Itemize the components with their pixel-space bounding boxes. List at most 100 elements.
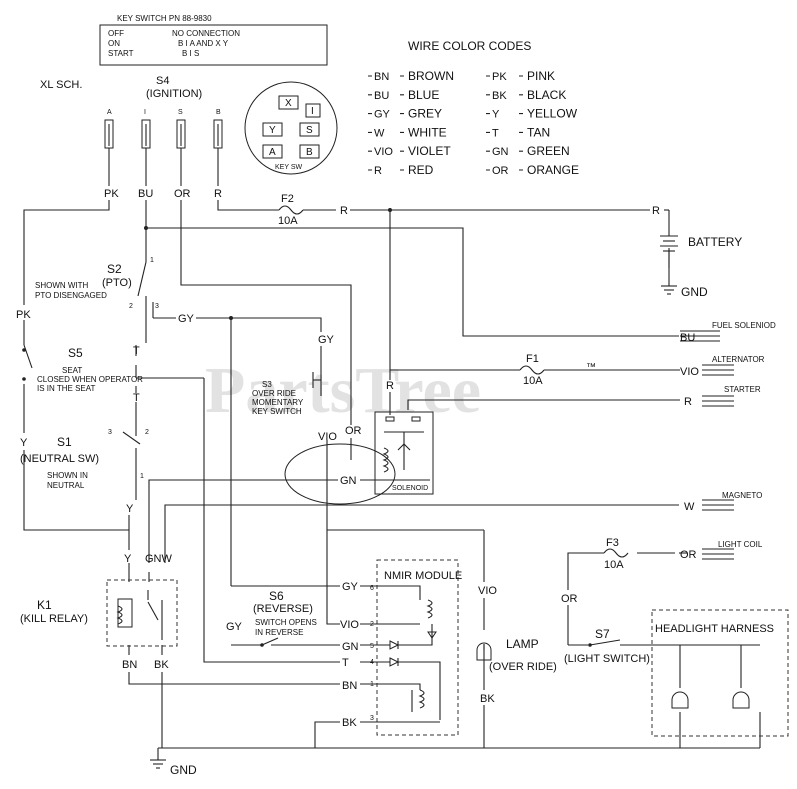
key-terminal-y: Y — [269, 125, 276, 136]
k1-box — [106, 579, 178, 647]
wire-r-label-2: R — [652, 205, 660, 217]
wire-gnw: GNW — [145, 553, 173, 565]
legend-name-blue: BLUE — [408, 88, 439, 102]
wire-gy-s2: GY — [178, 313, 195, 325]
wire-vio-s3: VIO — [318, 431, 337, 443]
f2-rating: 10A — [278, 215, 298, 227]
legend-name-tan: TAN — [527, 125, 550, 139]
f1-id: F1 — [526, 353, 539, 365]
key-terminal-b-box — [299, 144, 320, 159]
s1-note1: SHOWN IN — [47, 471, 88, 480]
legend-name-green: GREEN — [527, 144, 570, 158]
key-switch-table: KEY SWITCH PN 88-9830 OFF NO CONNECTION … — [99, 14, 328, 66]
connector-light-coil — [702, 548, 734, 560]
s4-wire-pk: PK — [104, 188, 119, 200]
watermark-text: PartsTree — [205, 354, 481, 427]
key-terminal-a: A — [269, 147, 276, 158]
solenoid-label: SOLENOID — [392, 485, 428, 492]
wire-gy-s3: GY — [318, 334, 335, 346]
nmir-pin-5: 5 — [370, 643, 374, 650]
connector-fuel-solenoid-label: FUEL SOLENIOD — [712, 321, 776, 330]
s3-id: S3 — [262, 380, 272, 389]
f1-rating: 10A — [523, 375, 543, 387]
watermark: PartsTree ™ — [205, 354, 596, 427]
key-switch-face-label: KEY SW — [275, 164, 302, 171]
s4-terminal-b: B — [216, 109, 221, 116]
headlight-label: HEADLIGHT HARNESS — [655, 623, 774, 635]
legend-name-black: BLACK — [527, 88, 566, 102]
s1-terminal-2: 2 — [145, 429, 149, 436]
s7-id: S7 — [595, 627, 610, 641]
key-switch-row-on-pos: ON — [108, 39, 120, 48]
lamp-label: LAMP — [506, 637, 539, 651]
wire-or-s7: OR — [561, 593, 578, 605]
wire-or-lightcoil: OR — [680, 549, 697, 561]
connector-magneto-label: MAGNETO — [722, 491, 762, 500]
headlight-box — [651, 609, 789, 737]
wire-w-magneto: W — [684, 501, 695, 513]
wire-bk-nmir: BK — [342, 717, 357, 729]
s4-wire-r: R — [214, 188, 222, 200]
key-switch-face-diagram: X I Y S A B KEY SW — [244, 81, 338, 175]
headlight-bulb-left — [671, 691, 689, 709]
nmir-pin-6: 6 — [370, 585, 374, 592]
key-switch-table-box — [99, 24, 328, 66]
s2-note1: SHOWN WITH — [35, 281, 89, 290]
s2-terminal-2: 2 — [129, 303, 133, 310]
key-terminal-a-box — [262, 144, 283, 159]
k1-id: K1 — [37, 598, 52, 612]
connector-starter-label: STARTER — [724, 385, 761, 394]
s3-note1: OVER RIDE — [252, 389, 296, 398]
wire-gy-nmir: GY — [342, 581, 359, 593]
s6-id: S6 — [269, 589, 284, 603]
wire-y-left: Y — [20, 437, 28, 449]
s1-terminal-1: 1 — [140, 473, 144, 480]
override-lamp: LAMP (OVER RIDE) VIO BK — [476, 585, 557, 705]
nmir-box — [376, 559, 459, 736]
headlight-bulb-right — [732, 691, 750, 709]
wire-bk-lamp: BK — [480, 693, 495, 705]
legend-code-tan: T — [492, 127, 499, 139]
lamp-sub: (OVER RIDE) — [489, 661, 557, 673]
legend-code-blue: BU — [374, 90, 389, 102]
solenoid-coil-callout — [284, 443, 396, 505]
legend-name-orange: ORANGE — [527, 163, 579, 177]
s2-terminal-1: 1 — [150, 257, 154, 264]
s4-wire-bu: BU — [138, 188, 153, 200]
legend-name-white: WHITE — [408, 125, 447, 139]
f2-fuse: F2 10A R R — [278, 193, 660, 227]
legend-code-orange: OR — [492, 165, 509, 177]
wire-gy-k1: GY — [226, 621, 243, 633]
s3-note3: KEY SWITCH — [252, 407, 302, 416]
s1-id: S1 — [57, 435, 72, 449]
wire-gn-nmir: GN — [342, 641, 359, 653]
wire-r-starter: R — [684, 396, 692, 408]
key-terminal-x-box — [278, 95, 299, 110]
key-terminal-x: X — [285, 98, 292, 109]
connector-light-coil-label: LIGHT COIL — [718, 540, 763, 549]
legend-name-yellow: YELLOW — [527, 107, 578, 121]
wire-t-nmir: T — [342, 657, 349, 669]
f3-id: F3 — [606, 537, 619, 549]
s4-id: S4 — [156, 75, 169, 87]
wire-bn-nmir: BN — [342, 680, 357, 692]
s2-note2: PTO DISENGAGED — [35, 291, 107, 300]
solenoid-terminal-right — [411, 416, 421, 422]
s6-note2: IN REVERSE — [255, 628, 303, 637]
wire-gn-solenoid: GN — [340, 475, 357, 487]
s4-terminals: A I S B PK BU OR R — [104, 109, 223, 200]
s5-note1: SEAT — [62, 366, 82, 375]
wire-y-s1: Y — [126, 503, 134, 515]
solenoid-terminal-left — [385, 416, 395, 422]
s3-override-switch: S3 OVER RIDE MOMENTARY KEY SWITCH GY VIO… — [252, 334, 362, 443]
nmir-pin-3: 3 — [370, 715, 374, 722]
wire-or-s3: OR — [345, 425, 362, 437]
connectors: FUEL SOLENIOD BU ALTERNATOR VIO STARTER … — [680, 321, 776, 561]
key-terminal-i: I — [311, 106, 314, 117]
legend-code-white: W — [374, 127, 385, 139]
s1-neutral-switch: S1 (NEUTRAL SW) SHOWN IN NEUTRAL 3 2 1 Y… — [20, 429, 173, 565]
s5-note3: IS IN THE SEAT — [37, 384, 95, 393]
